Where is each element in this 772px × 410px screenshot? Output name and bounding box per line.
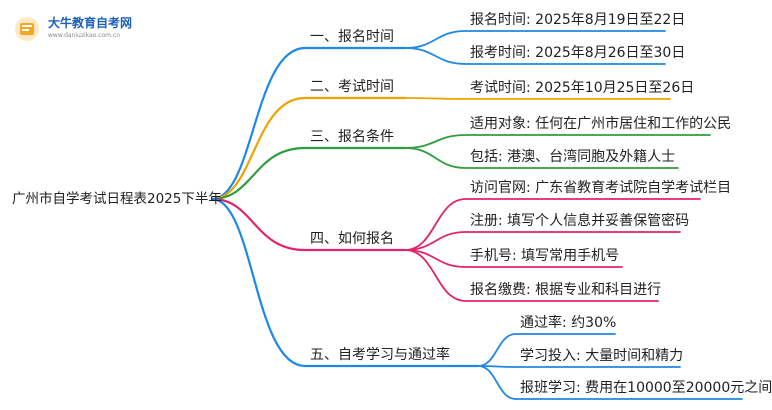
leaf-label-3-1: 适用对象: 任何在广州市居住和工作的公民: [470, 116, 732, 132]
branch-connector-2: [210, 96, 407, 201]
branch-label-4: 四、如何报名: [310, 231, 394, 247]
branch-connector-1: [210, 46, 407, 201]
branch-label-2: 二、考试时间: [310, 79, 394, 95]
leaf-connector-5-3: [477, 365, 743, 400]
leaf-connector-3-1: [404, 134, 711, 149]
branch-connector-3: [210, 146, 407, 201]
logo-title: 大牛教育自考网: [48, 16, 133, 30]
leaf-label-1-2: 报考时间: 2025年8月26日至30日: [470, 45, 686, 61]
leaf-connector-4-2: [404, 231, 681, 251]
site-logo: 大牛教育自考网 www.daniuzikao.com.cn: [14, 12, 144, 48]
leaf-label-4-2: 注册: 填写个人信息并妥善保管密码: [470, 213, 690, 229]
branch-connector-5: [210, 197, 480, 368]
leaf-connector-4-4: [404, 249, 659, 302]
leaf-label-4-4: 报名缴费: 根据专业和科目进行: [470, 282, 662, 298]
leaf-label-5-1: 通过率: 约30%: [520, 315, 617, 331]
leaf-connector-3-2: [404, 147, 679, 169]
leaf-connector-4-1: [404, 198, 701, 251]
leaf-label-5-2: 学习投入: 大量时间和精力: [520, 348, 684, 364]
leaf-label-5-3: 报班学习: 费用在10000至20000元之间: [520, 380, 772, 396]
branch-connector-4: [210, 197, 407, 252]
mind-map: 大牛教育自考网 www.daniuzikao.com.cn 广州市自学考试日程表…: [12, 12, 772, 400]
leaf-connector-4-3: [404, 249, 623, 268]
branch-label-1: 一、报名时间: [310, 29, 394, 45]
leaf-label-4-1: 访问官网: 广东省教育考试院自学考试栏目: [470, 180, 732, 196]
logo-url: www.daniuzikao.com.cn: [48, 32, 120, 39]
branch-label-5: 五、自考学习与通过率: [310, 347, 450, 363]
leaf-label-2-1: 考试时间: 2025年10月25日至26日: [470, 80, 695, 96]
leaf-connector-5-1: [477, 333, 616, 367]
leaf-connector-2-1: [404, 97, 671, 100]
mind-map-connectors: [210, 30, 743, 400]
leaf-connector-5-2: [477, 365, 681, 368]
leaf-label-3-2: 包括: 港澳、台湾同胞及外籍人士: [470, 149, 676, 165]
book-icon: [15, 17, 39, 41]
leaf-label-4-3: 手机号: 填写常用手机号: [470, 248, 620, 264]
leaf-label-1-1: 报名时间: 2025年8月19日至22日: [470, 12, 686, 28]
leaf-connector-1-1: [404, 30, 666, 49]
branch-label-3: 三、报名条件: [310, 129, 394, 145]
root-node-label: 广州市自学考试日程表2025下半年: [12, 191, 222, 207]
leaf-connector-1-2: [404, 47, 666, 65]
